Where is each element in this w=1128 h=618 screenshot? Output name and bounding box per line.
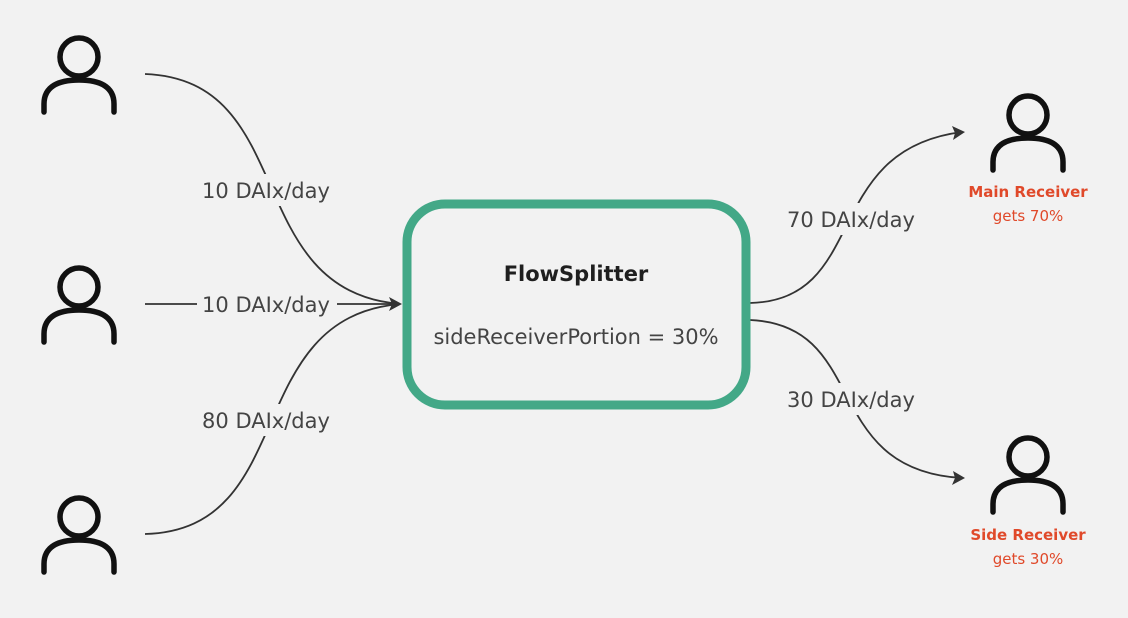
sender-2-person-icon — [41, 265, 117, 345]
sender-1-person-icon — [41, 35, 117, 115]
sender-1-flow-label: 10 DAIx/day — [202, 179, 330, 203]
side-receiver-name: Side Receiver — [970, 526, 1086, 544]
flowsplitter-setting: sideReceiverPortion = 30% — [433, 325, 718, 349]
main-receiver-share: gets 70% — [993, 207, 1064, 225]
sender-3-flow-label: 80 DAIx/day — [202, 409, 330, 433]
flowsplitter-box — [402, 199, 751, 410]
main-outflow-label: 70 DAIx/day — [787, 208, 915, 232]
side-outflow-label: 30 DAIx/day — [787, 388, 915, 412]
main-receiver-person-icon — [990, 93, 1066, 173]
sender-3-person-icon — [41, 495, 117, 575]
side-receiver-person-icon — [990, 435, 1066, 515]
flowsplitter-title: FlowSplitter — [504, 262, 649, 286]
side-receiver-share: gets 30% — [993, 550, 1064, 568]
main-receiver-arrowhead — [952, 126, 965, 140]
splitter-arrowhead — [389, 297, 402, 311]
main-receiver-name: Main Receiver — [968, 183, 1088, 201]
side-receiver-arrowhead — [952, 471, 965, 485]
sender-2-flow-label: 10 DAIx/day — [202, 293, 330, 317]
